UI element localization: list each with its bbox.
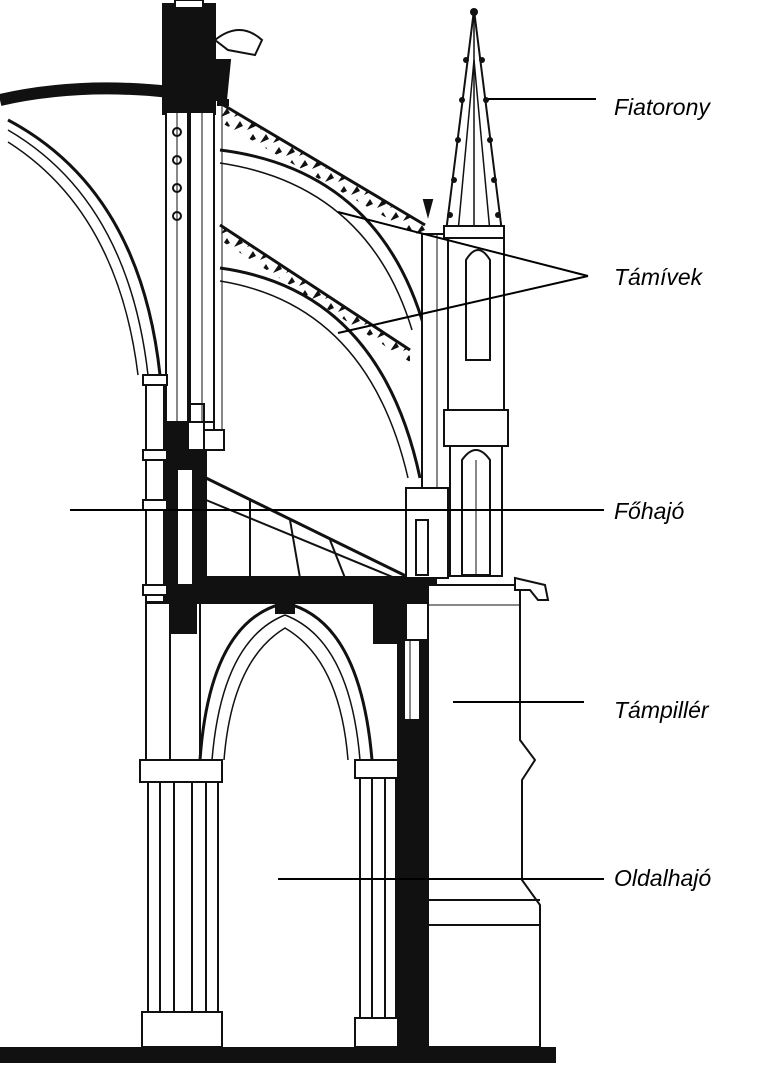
label-aisle: Oldalhajó — [614, 865, 711, 891]
nave-arcade — [139, 601, 407, 1048]
labels: Fiatorony Támívek Főhajó Támpillér Oldal… — [614, 94, 711, 891]
label-spire: Fiatorony — [614, 94, 711, 120]
main-vault — [0, 82, 171, 376]
label-buttress: Támpillér — [614, 697, 710, 723]
leader-lines — [70, 98, 604, 880]
small-finial — [422, 199, 434, 219]
leader-flying-buttress-upper — [337, 211, 589, 277]
aisle-roof — [159, 449, 441, 604]
label-nave: Főhajó — [614, 498, 685, 524]
clerestory-wall — [162, 0, 264, 451]
architecture-drawing — [0, 0, 556, 1063]
leader-flying-buttress-lower — [337, 275, 589, 334]
nave-columns — [142, 374, 168, 603]
label-flying-buttresses: Támívek — [614, 264, 704, 290]
aisle-wall — [397, 639, 429, 1048]
flying-buttresses — [213, 99, 427, 479]
buttress-pier — [405, 487, 550, 1048]
ground-base — [0, 1047, 556, 1063]
